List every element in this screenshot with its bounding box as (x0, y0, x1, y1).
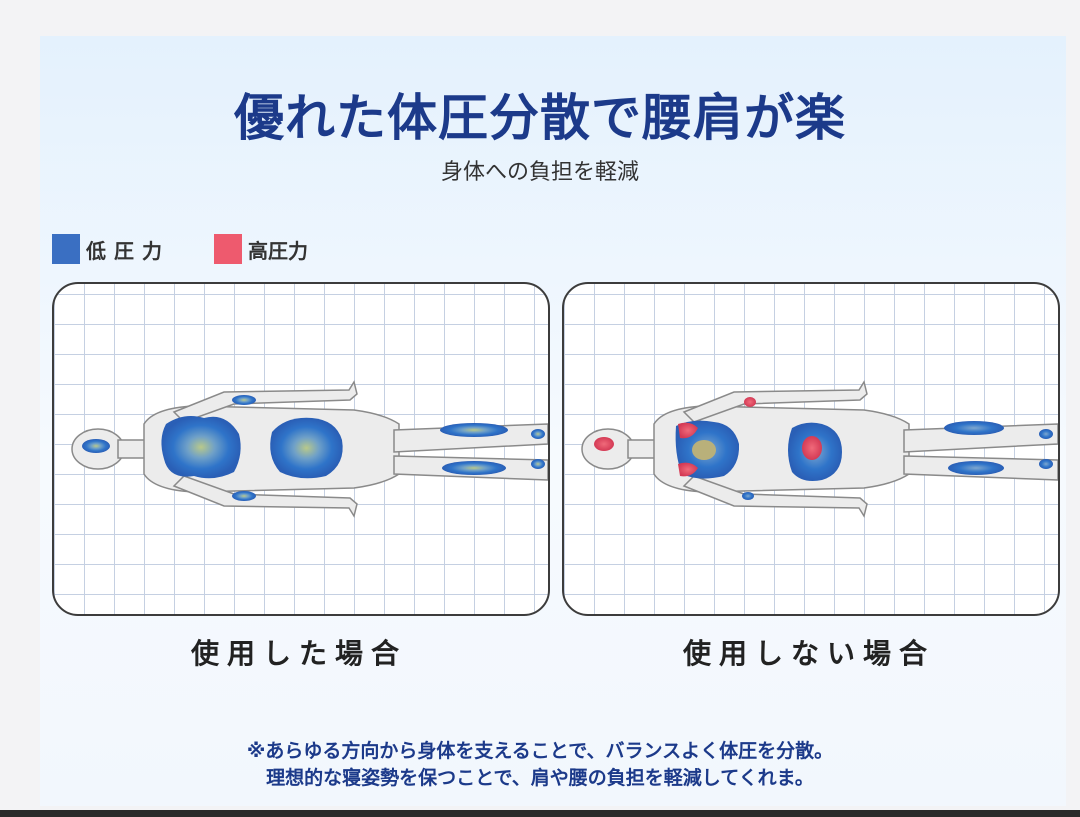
note-line-2: 理想的な寝姿勢を保つことで、肩や腰の負担を軽減してくれま。 (266, 767, 814, 789)
legend-high-pressure: 高圧力 (214, 234, 308, 264)
pressure-map-without (562, 282, 1060, 616)
bottom-bar (0, 810, 1080, 817)
pressure-map-with (52, 282, 550, 616)
legend-low-swatch (52, 234, 80, 264)
page-subtitle: 身体への負担を軽減 (440, 160, 639, 185)
legend-low-pressure: 低圧力 (52, 234, 170, 264)
caption-without: 使用しない場合 (682, 637, 935, 670)
legend-high-label: 高圧力 (248, 238, 308, 263)
pressure-map-icon (581, 380, 1058, 518)
note-line-1: ※あらゆる方向から身体を支えることで、バランスよく体圧を分散。 (246, 740, 834, 762)
page-title: 優れた体圧分散で腰肩が楽 (234, 89, 846, 147)
legend-high-swatch (214, 234, 242, 264)
caption-with: 使用した場合 (190, 637, 407, 670)
body-silhouette-icon (71, 380, 548, 518)
legend-low-label: 低圧力 (86, 238, 170, 263)
